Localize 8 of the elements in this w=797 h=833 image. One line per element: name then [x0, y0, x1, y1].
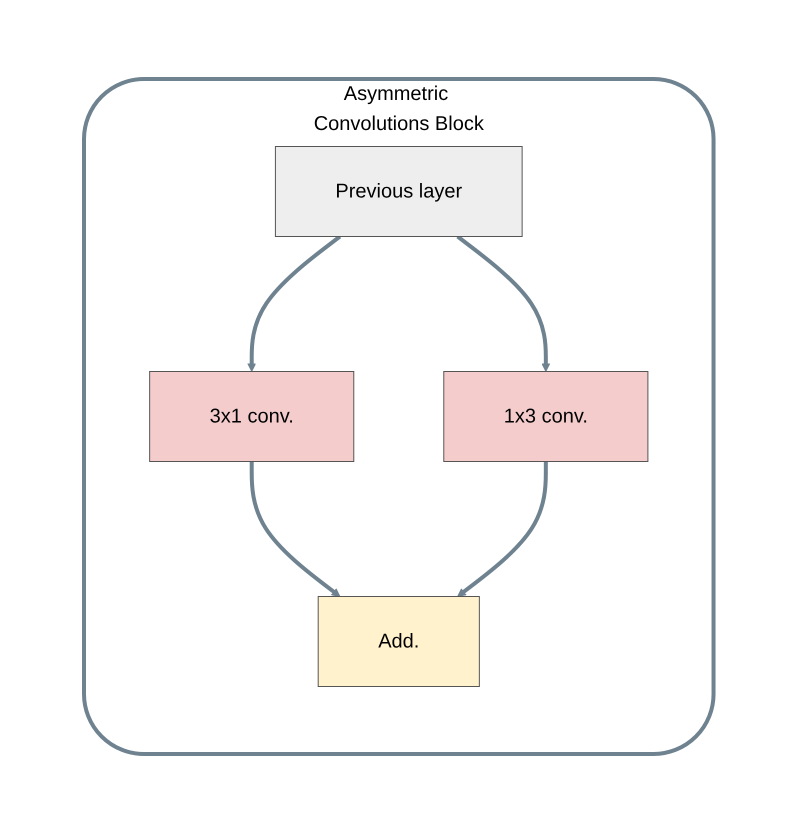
arrow [249, 462, 340, 597]
node-box: Previous layer [274, 146, 522, 237]
arrow [456, 234, 550, 372]
arrow [247, 234, 341, 372]
node-box: Add. [317, 596, 480, 687]
arrow [456, 462, 548, 597]
node-box: 1x3 conv. [443, 371, 648, 462]
node-box: 3x1 conv. [148, 371, 354, 462]
